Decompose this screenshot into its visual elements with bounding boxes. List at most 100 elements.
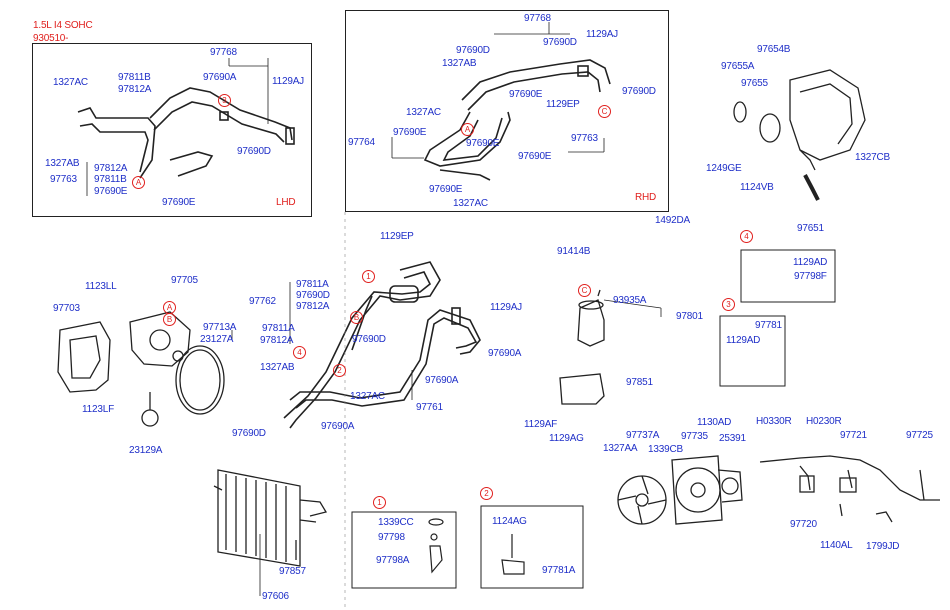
- part-97606[interactable]: 97606: [262, 591, 289, 602]
- part-1327ac[interactable]: 1327AC: [350, 391, 385, 402]
- part-97690a-3[interactable]: 97690A: [321, 421, 355, 432]
- part-97690e-c[interactable]: 97690E: [466, 138, 500, 149]
- part-1124ag[interactable]: 1124AG: [492, 516, 527, 527]
- callout-4-main[interactable]: 4: [293, 346, 306, 359]
- callout-1-box[interactable]: 1: [373, 496, 386, 509]
- part-97761[interactable]: 97761: [416, 402, 443, 413]
- part-25391[interactable]: 25391: [719, 433, 746, 444]
- part-1129af[interactable]: 1129AF: [524, 419, 558, 430]
- part-97690a[interactable]: 97690A: [488, 348, 522, 359]
- part-97735[interactable]: 97735: [681, 431, 708, 442]
- part-97811b[interactable]: 97811B: [118, 72, 151, 83]
- part-1124vb[interactable]: 1124VB: [740, 182, 774, 193]
- callout-a-rhd[interactable]: A: [461, 123, 474, 136]
- callout-b-left[interactable]: B: [163, 313, 176, 326]
- callout-c-rhd[interactable]: C: [598, 105, 611, 118]
- part-23127a[interactable]: 23127A: [200, 334, 234, 345]
- part-1327ac[interactable]: 1327AC: [53, 77, 88, 88]
- part-97690a[interactable]: 97690A: [203, 72, 237, 83]
- callout-a-lhd[interactable]: A: [132, 176, 145, 189]
- part-1129ad-box3[interactable]: 1129AD: [726, 335, 761, 346]
- part-97781[interactable]: 97781: [755, 320, 782, 331]
- part-1327aa[interactable]: 1327AA: [603, 443, 638, 454]
- part-93935a[interactable]: 93935A: [613, 295, 647, 306]
- part-97851[interactable]: 97851: [626, 377, 653, 388]
- part-97690e-b[interactable]: 97690E: [393, 127, 427, 138]
- part-97651[interactable]: 97651: [797, 223, 824, 234]
- part-97690e-d[interactable]: 97690E: [518, 151, 552, 162]
- part-23129a[interactable]: 23129A: [129, 445, 163, 456]
- callout-2-box[interactable]: 2: [480, 487, 493, 500]
- part-97655a[interactable]: 97655A: [721, 61, 755, 72]
- part-1123lf[interactable]: 1123LF: [82, 404, 114, 415]
- part-1129aj[interactable]: 1129AJ: [272, 76, 304, 87]
- part-97690d-2[interactable]: 97690D: [352, 334, 386, 345]
- part-1129aj-rhd[interactable]: 1129AJ: [586, 29, 618, 40]
- part-97690d[interactable]: 97690D: [296, 290, 330, 301]
- part-1140al[interactable]: 1140AL: [820, 540, 853, 551]
- part-1129ad-box4[interactable]: 1129AD: [793, 257, 828, 268]
- part-1799jd[interactable]: 1799JD: [866, 541, 900, 552]
- callout-4-box[interactable]: 4: [740, 230, 753, 243]
- part-97690e-2[interactable]: 97690E: [162, 197, 196, 208]
- part-97721[interactable]: 97721: [840, 430, 867, 441]
- part-97798f[interactable]: 97798F: [794, 271, 827, 282]
- callout-1-main[interactable]: 1: [362, 270, 375, 283]
- part-97690e[interactable]: 97690E: [94, 186, 128, 197]
- callout-3-lhd[interactable]: 3: [218, 94, 231, 107]
- part-1123ll[interactable]: 1123LL: [85, 281, 117, 292]
- part-97812a-2[interactable]: 97812A: [260, 335, 294, 346]
- callout-2-main[interactable]: 2: [333, 364, 346, 377]
- part-97781a[interactable]: 97781A: [542, 565, 576, 576]
- part-97811a[interactable]: 97811A: [296, 279, 329, 290]
- part-97690d-b[interactable]: 97690D: [543, 37, 577, 48]
- part-1327ac-rhd-2[interactable]: 1327AC: [453, 198, 488, 209]
- part-97690d-3[interactable]: 97690D: [232, 428, 266, 439]
- part-1492da[interactable]: 1492DA: [655, 215, 690, 226]
- part-97725[interactable]: 97725: [906, 430, 933, 441]
- part-97690e-a[interactable]: 97690E: [509, 89, 543, 100]
- part-97857[interactable]: 97857: [279, 566, 306, 577]
- part-1327cb[interactable]: 1327CB: [855, 152, 890, 163]
- part-1339cb[interactable]: 1339CB: [648, 444, 683, 455]
- part-1327ab[interactable]: 1327AB: [260, 362, 295, 373]
- part-97690a-2[interactable]: 97690A: [425, 375, 459, 386]
- part-97812a[interactable]: 97812A: [118, 84, 152, 95]
- part-97654b[interactable]: 97654B: [757, 44, 791, 55]
- part-1129aj[interactable]: 1129AJ: [490, 302, 522, 313]
- part-1130ad[interactable]: 1130AD: [697, 417, 732, 428]
- part-97768-rhd[interactable]: 97768: [524, 13, 551, 24]
- part-97737a[interactable]: 97737A: [626, 430, 660, 441]
- part-97798a[interactable]: 97798A: [376, 555, 410, 566]
- part-h0330r[interactable]: H0330R: [756, 416, 792, 427]
- part-97705[interactable]: 97705: [171, 275, 198, 286]
- part-97713a[interactable]: 97713A: [203, 322, 237, 333]
- part-91414b[interactable]: 91414B: [557, 246, 591, 257]
- part-97690d-a[interactable]: 97690D: [456, 45, 490, 56]
- part-97720[interactable]: 97720: [790, 519, 817, 530]
- part-1327ab-rhd[interactable]: 1327AB: [442, 58, 477, 69]
- part-h0230r[interactable]: H0230R: [806, 416, 842, 427]
- part-97812a-2[interactable]: 97812A: [94, 163, 128, 174]
- part-97768[interactable]: 97768: [210, 47, 237, 58]
- part-97690e-e[interactable]: 97690E: [429, 184, 463, 195]
- part-97811a-2[interactable]: 97811A: [262, 323, 295, 334]
- part-97811b-2[interactable]: 97811B: [94, 174, 127, 185]
- callout-b-main[interactable]: B: [350, 311, 363, 324]
- part-1327ac-rhd[interactable]: 1327AC: [406, 107, 441, 118]
- part-97690d[interactable]: 97690D: [237, 146, 271, 157]
- part-1339cc[interactable]: 1339CC: [378, 517, 414, 528]
- part-97763[interactable]: 97763: [50, 174, 77, 185]
- part-97763-rhd[interactable]: 97763: [571, 133, 598, 144]
- callout-3-box[interactable]: 3: [722, 298, 735, 311]
- callout-c-receiver[interactable]: C: [578, 284, 591, 297]
- part-97762[interactable]: 97762: [249, 296, 276, 307]
- part-1129ep[interactable]: 1129EP: [380, 231, 414, 242]
- part-1129ep-rhd[interactable]: 1129EP: [546, 99, 580, 110]
- part-1249ge[interactable]: 1249GE: [706, 163, 742, 174]
- part-97812a[interactable]: 97812A: [296, 301, 330, 312]
- part-97703[interactable]: 97703: [53, 303, 80, 314]
- part-1327ab[interactable]: 1327AB: [45, 158, 80, 169]
- part-1129ag[interactable]: 1129AG: [549, 433, 584, 444]
- part-97690d-c[interactable]: 97690D: [622, 86, 656, 97]
